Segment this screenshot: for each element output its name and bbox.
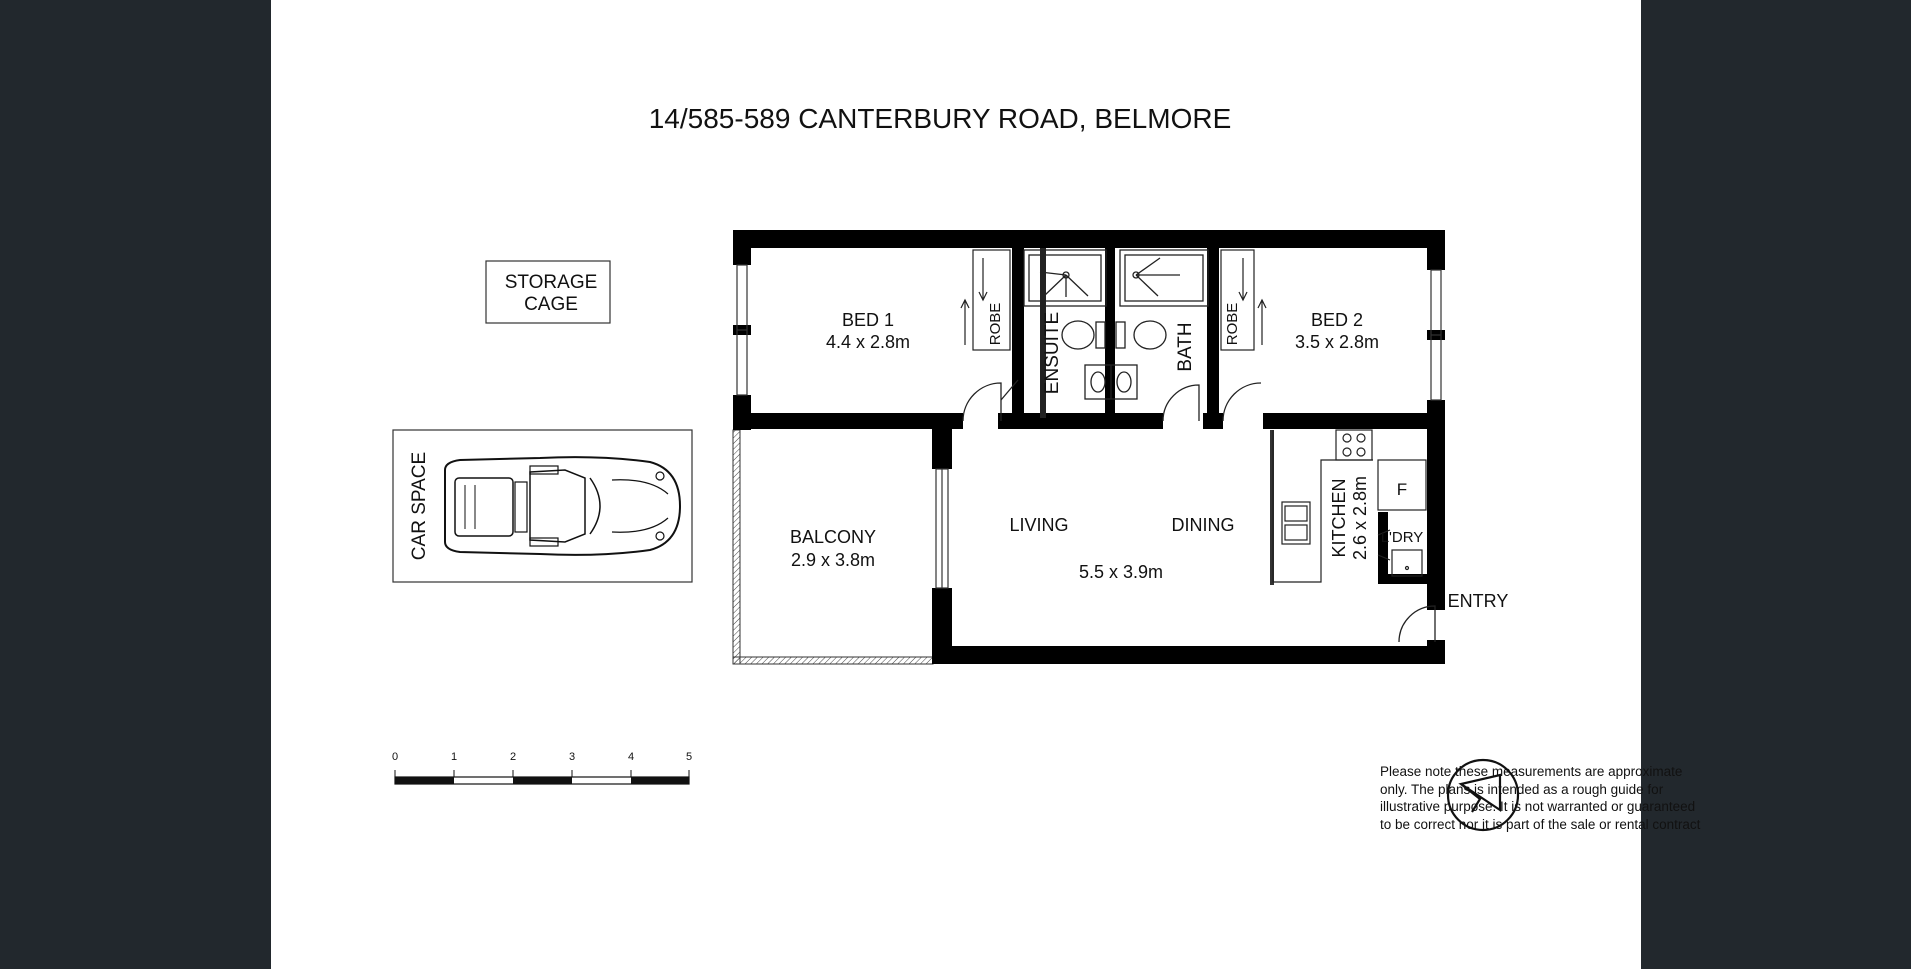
car-icon <box>444 456 682 556</box>
bathroom-fixtures <box>1023 249 1209 400</box>
robe-label: ROBE <box>987 303 1004 346</box>
scale-tick-label: 1 <box>451 751 457 763</box>
robe-fittings <box>960 249 1267 351</box>
floor-plan-drawing: 14/585-589 CANTERBURY ROAD, BELMORE STOR… <box>392 103 1520 832</box>
bed2-size: 3.5 x 2.8m <box>1295 332 1379 352</box>
bed1-name: BED 1 <box>842 310 894 330</box>
scale-tick-label: 5 <box>686 751 692 763</box>
kitchen-size: 2.6 x 2.8m <box>1350 476 1370 560</box>
robe-label: ROBE <box>1224 303 1241 346</box>
page-title: 14/585-589 CANTERBURY ROAD, BELMORE <box>649 103 1232 134</box>
kitchen-fittings <box>1272 429 1427 583</box>
scale-tick-label: 2 <box>510 751 516 763</box>
ensuite-label: ENSUITE <box>1042 312 1063 394</box>
walls <box>733 230 1445 664</box>
room-labels: BED 1 4.4 x 2.8m BED 2 3.5 x 2.8m BALCON… <box>790 310 1508 611</box>
dining-label: DINING <box>1172 515 1235 535</box>
storage-label: CAGE <box>524 294 578 315</box>
north-arrow-icon <box>1446 758 1520 832</box>
scale-tick-label: 3 <box>569 751 575 763</box>
kitchen-name: KITCHEN <box>1329 478 1349 557</box>
fridge-label: F <box>1397 480 1407 499</box>
bed2-name: BED 2 <box>1311 310 1363 330</box>
balcony-name: BALCONY <box>790 527 876 547</box>
bath-label: BATH <box>1175 322 1196 371</box>
car-space: CAR SPACE <box>392 429 693 583</box>
disclaimer-note: Please note these measurements are appro… <box>1380 764 1701 832</box>
living-size: 5.5 x 3.9m <box>1079 562 1163 582</box>
bed1-size: 4.4 x 2.8m <box>826 332 910 352</box>
scale-tick-label: 0 <box>392 751 398 763</box>
balcony-balustrade <box>732 429 934 665</box>
entry-label: ENTRY <box>1448 591 1509 611</box>
storage-cage: STORAGE CAGE <box>485 260 611 324</box>
windows <box>736 264 1442 589</box>
living-label: LIVING <box>1009 515 1068 535</box>
storage-label: STORAGE <box>505 272 598 293</box>
doors <box>962 379 1436 643</box>
scale-tick-label: 4 <box>628 751 634 763</box>
laundry-label: L'DRY <box>1381 529 1424 546</box>
floor-plan-sheet: 14/585-589 CANTERBURY ROAD, BELMORE STOR… <box>271 0 1700 969</box>
balcony-size: 2.9 x 3.8m <box>791 550 875 570</box>
car-space-label: CAR SPACE <box>409 452 430 560</box>
scale-bar: 0 1 2 3 4 5 <box>392 751 692 785</box>
